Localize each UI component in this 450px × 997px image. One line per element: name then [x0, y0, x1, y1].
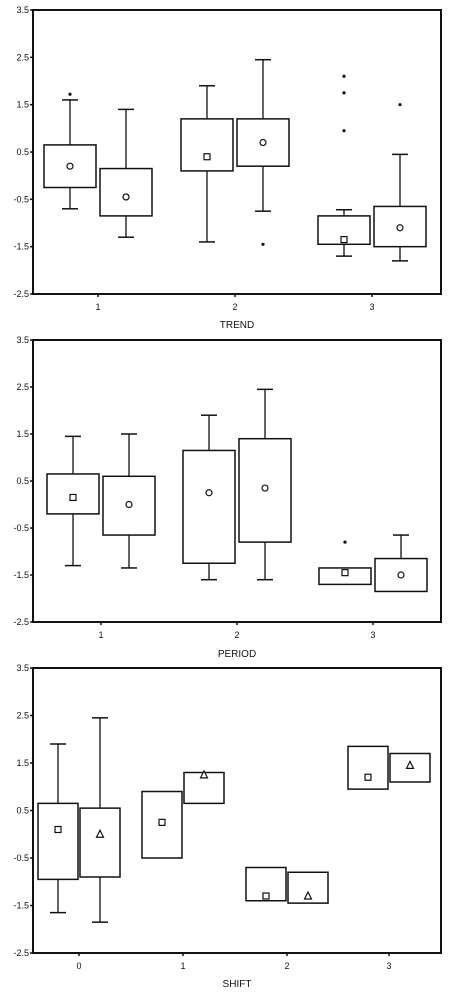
x-axis-label: SHIFT — [223, 979, 252, 990]
x-tick-label: 2 — [284, 961, 289, 971]
box — [389, 752, 431, 783]
mean-marker-square — [262, 892, 270, 900]
y-tick-label: 0.5 — [16, 147, 29, 157]
mean-marker-triangle — [199, 769, 209, 779]
y-tick-label: 3.5 — [16, 663, 29, 673]
x-tick-label: 3 — [386, 961, 391, 971]
box — [141, 790, 183, 859]
y-tick-label: -0.5 — [13, 853, 29, 863]
y-tick-label: 1.5 — [16, 758, 29, 768]
y-tick-label: 1.5 — [16, 100, 29, 110]
y-tick-label: 3.5 — [16, 335, 29, 345]
mean-marker-circle — [66, 162, 74, 170]
y-tick-label: 1.5 — [16, 429, 29, 439]
y-tick-label: -1.5 — [13, 242, 29, 252]
x-tick-label: 2 — [232, 302, 237, 312]
box — [287, 871, 329, 904]
outlier-point — [342, 91, 346, 95]
mean-marker-circle — [397, 571, 405, 579]
mean-marker-circle — [261, 484, 269, 492]
y-tick-label: 0.5 — [16, 806, 29, 816]
mean-marker-square — [340, 235, 348, 244]
x-tick-label: 1 — [98, 630, 103, 640]
box — [37, 802, 79, 881]
mean-marker-square — [203, 153, 211, 161]
x-axis-label: TREND — [220, 320, 254, 331]
mean-marker-triangle — [95, 828, 105, 838]
y-tick-label: -2.5 — [13, 617, 29, 627]
y-tick-label: 0.5 — [16, 476, 29, 486]
mean-marker-square — [364, 773, 372, 781]
box — [182, 449, 236, 565]
mean-marker-square — [54, 825, 62, 834]
mean-marker-triangle — [303, 890, 313, 900]
outlier-point — [68, 92, 72, 96]
x-tick-label: 0 — [76, 961, 81, 971]
mean-marker-triangle — [405, 760, 415, 769]
x-tick-label: 2 — [234, 630, 239, 640]
box — [180, 118, 234, 172]
box — [79, 807, 121, 878]
mean-marker-square — [69, 493, 77, 502]
x-axis-label: PERIOD — [218, 649, 256, 660]
box — [99, 167, 153, 217]
mean-marker-circle — [396, 224, 404, 232]
mean-marker-square — [341, 569, 349, 577]
y-tick-label: 3.5 — [16, 5, 29, 15]
mean-marker-circle — [122, 193, 130, 201]
outlier-point — [398, 103, 402, 107]
y-tick-label: -2.5 — [13, 948, 29, 958]
outlier-point — [342, 129, 346, 133]
y-tick-label: -1.5 — [13, 901, 29, 911]
outlier-point — [343, 540, 347, 544]
x-tick-label: 1 — [180, 961, 185, 971]
y-tick-label: -1.5 — [13, 570, 29, 580]
y-tick-label: -0.5 — [13, 523, 29, 533]
y-tick-label: 2.5 — [16, 711, 29, 721]
y-tick-label: 2.5 — [16, 382, 29, 392]
mean-marker-square — [158, 818, 166, 826]
mean-marker-circle — [259, 138, 267, 147]
x-tick-label: 1 — [95, 302, 100, 312]
x-tick-label: 3 — [369, 302, 374, 312]
y-tick-label: -2.5 — [13, 289, 29, 299]
outlier-point — [261, 242, 265, 246]
y-tick-label: -0.5 — [13, 194, 29, 204]
y-tick-label: 2.5 — [16, 52, 29, 62]
mean-marker-circle — [205, 489, 213, 497]
outlier-point — [342, 74, 346, 78]
mean-marker-circle — [125, 500, 133, 509]
x-tick-label: 3 — [370, 630, 375, 640]
box — [347, 745, 389, 790]
